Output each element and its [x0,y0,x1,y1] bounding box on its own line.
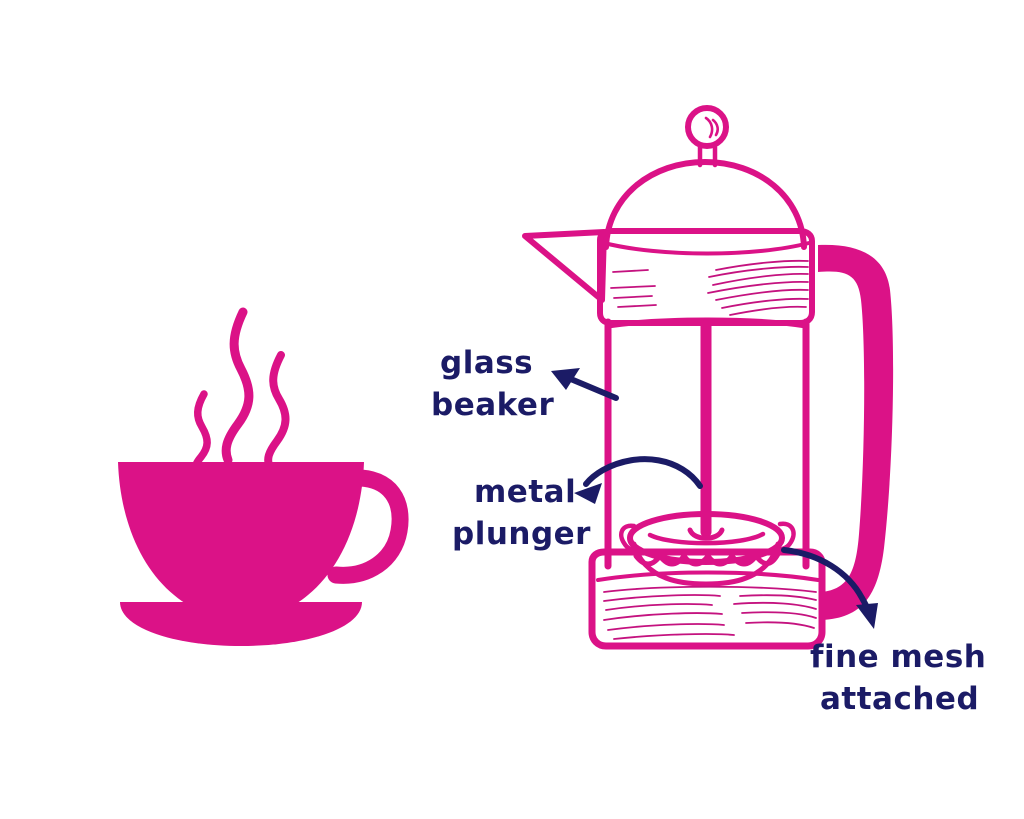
glass-beaker-arrow-head [551,368,580,390]
press-handle [818,244,894,620]
labels: glass beaker metal plunger fine mesh att… [431,345,998,717]
glass-beaker [604,318,810,570]
fine-mesh-arrow-head [856,603,878,629]
knob-shine-icon [704,116,719,139]
label-fine-mesh-attached: fine mesh attached [810,639,998,717]
collar-hatching [610,259,809,316]
press-spout [522,229,607,303]
base-hatching [603,585,817,640]
annotation-arrows [551,368,878,629]
french-press [522,105,894,650]
cup-saucer [120,602,362,646]
label-metal-plunger: metal plunger [452,474,591,552]
collar-band [597,228,815,326]
steam-wisps [191,307,290,474]
cup-bowl [118,462,364,620]
metal-plunger-arrow-line [583,456,703,489]
steam-wisp-left [191,390,211,474]
steam-wisp-center [221,307,254,465]
coffee-cup [118,307,409,646]
plunger-rod-foot [687,527,725,541]
metal-plunger-arrow-head [574,483,602,504]
label-glass-beaker: glass beaker [431,345,554,423]
base-top-inner [596,570,820,582]
mesh-scallops [633,551,781,567]
cup-handle [327,469,409,584]
knob-stem [697,144,718,168]
lid-knob [685,105,729,149]
lid-dome [603,159,807,250]
plunger-disc-inner [647,531,766,546]
glass-beaker-arrow-line [563,374,619,401]
collar-top-curve [602,241,811,256]
press-base [588,548,826,650]
steam-wisp-right [264,351,290,469]
